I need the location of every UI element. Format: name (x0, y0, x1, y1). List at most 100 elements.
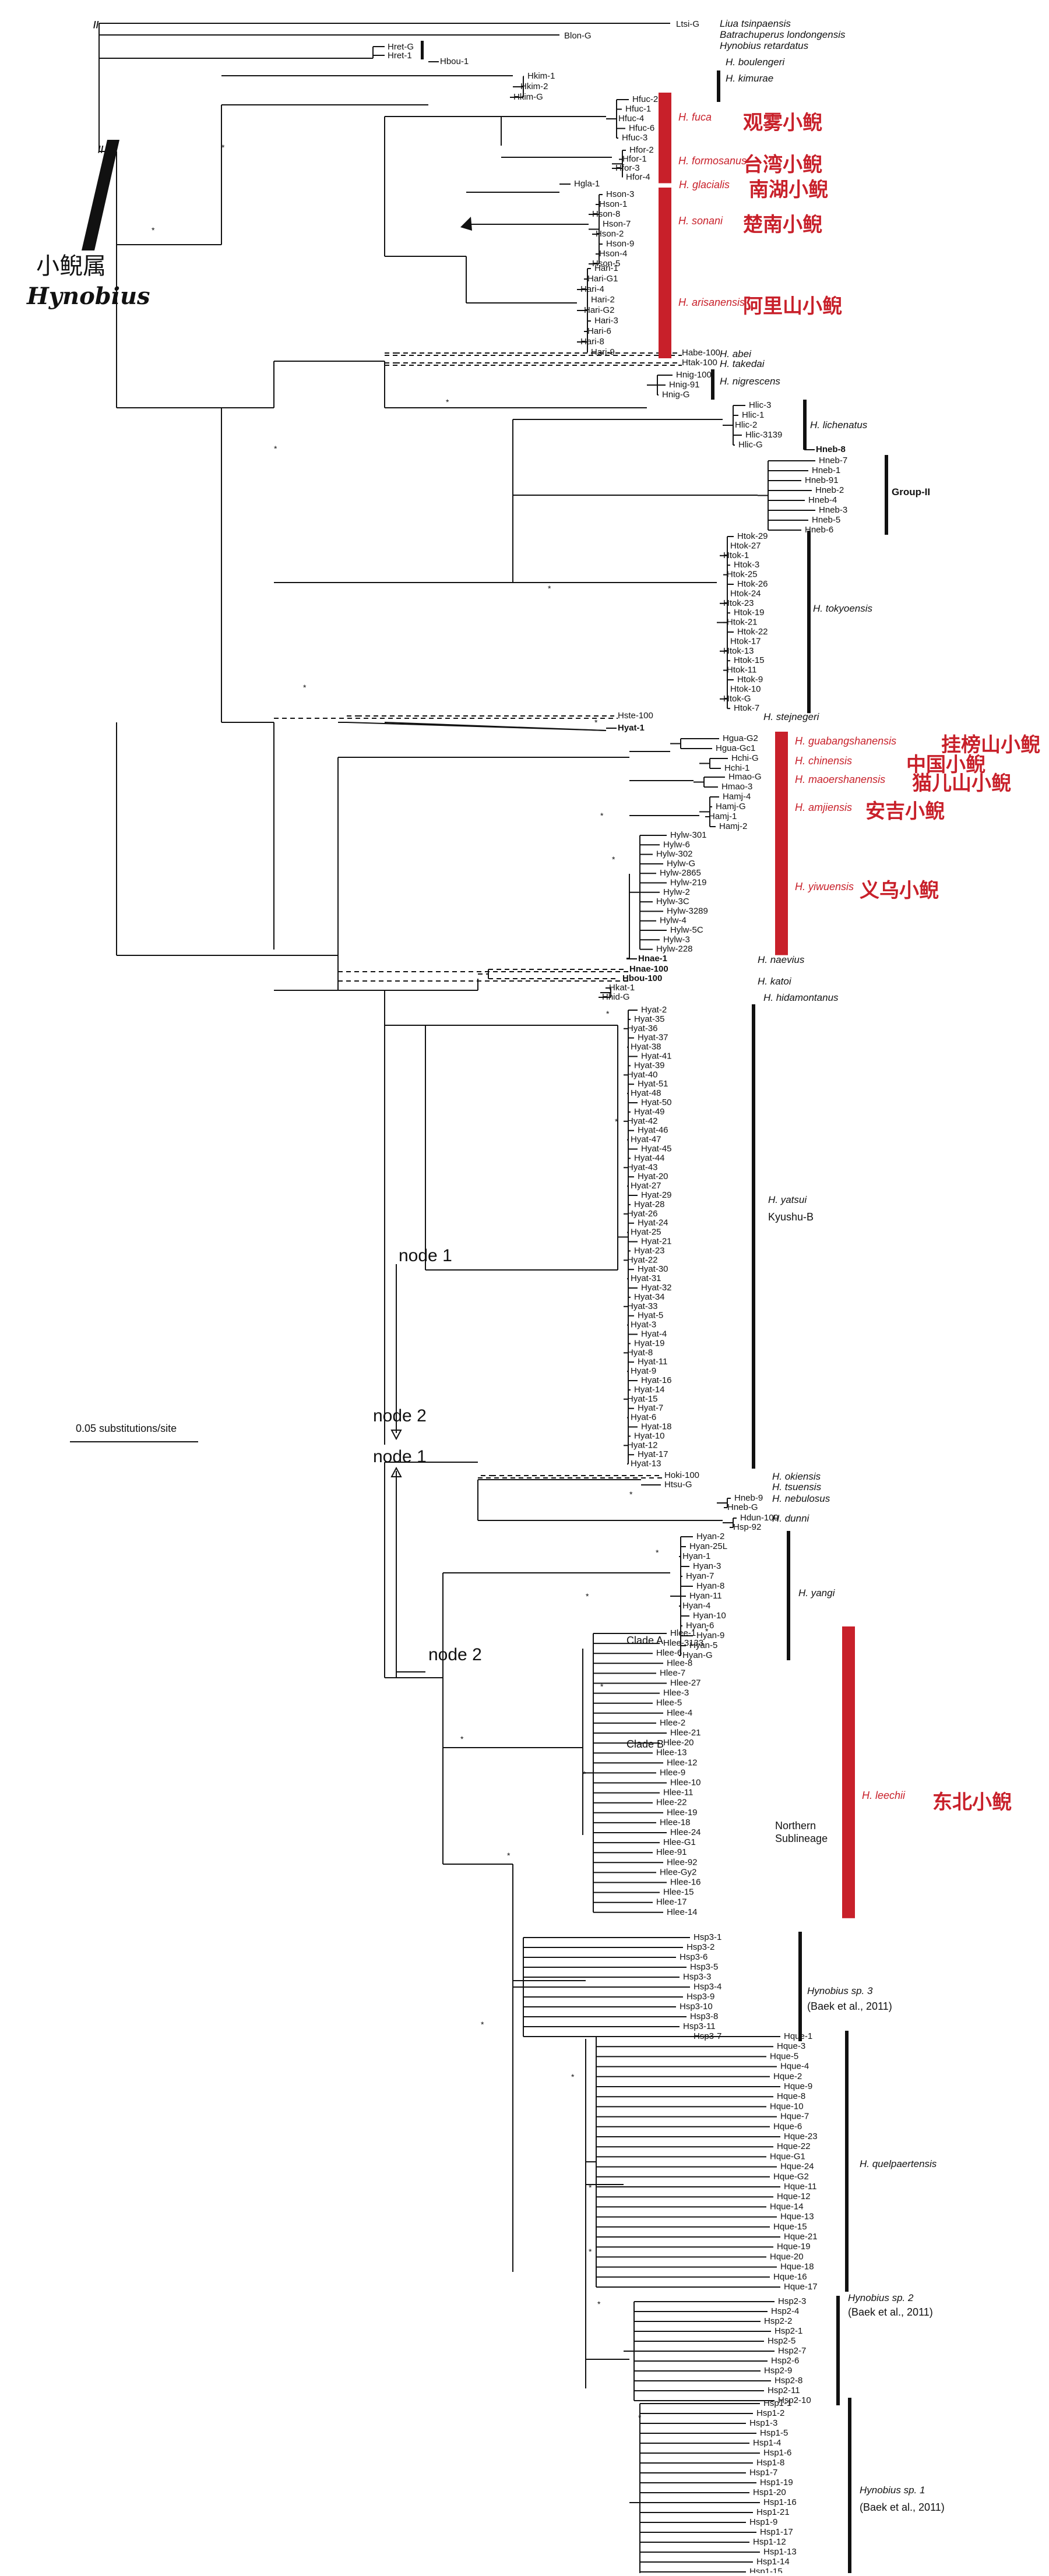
clade-bar-red (659, 188, 671, 270)
tip-label: Hyat-32 (641, 1283, 672, 1293)
tip-label: Hyat-11 (638, 1357, 667, 1367)
tip-label: Hyat-42 (627, 1116, 658, 1126)
tip-label: Hsp1-5 (760, 2428, 788, 2438)
tip-label: Hlee-11 (663, 1788, 693, 1798)
species-label: H. leechii (862, 1790, 906, 1801)
tip-label: Hque-18 (780, 2262, 814, 2272)
node2-label-top: node 2 (373, 1406, 427, 1425)
node-arrow-head (390, 1466, 402, 1477)
tip-label: Htok-1 (723, 551, 749, 560)
tip-label: Hsp3-6 (680, 1952, 707, 1962)
tip-label: Hari-3 (594, 316, 618, 326)
tip-label: Htok-25 (727, 570, 758, 580)
tip-label: Hlee-15 (663, 1887, 694, 1897)
species-label: H. yangi (798, 1587, 836, 1598)
tip-label: Hfuc-4 (618, 114, 644, 123)
tip-label: Hnae-100 (629, 964, 668, 974)
species-label: H. tokyoensis (813, 603, 873, 614)
tip-label: Hlee-G1 (663, 1837, 696, 1847)
species-label: H. sonani (678, 215, 723, 227)
support-asterisk: * (589, 2247, 592, 2256)
tip-label: Hque-1 (784, 2031, 812, 2041)
tip-label: Hdun-100 (740, 1513, 779, 1523)
tip-label: Htak-100 (682, 358, 717, 368)
tip-label: Hylw-G (667, 859, 695, 869)
tip-label: Hlic-2 (735, 420, 757, 430)
tip-label: Hbou-1 (440, 57, 469, 66)
tip-label: Hyat-30 (638, 1264, 668, 1274)
clade-bar-red (775, 828, 788, 955)
tip-label: Hneb-G (727, 1502, 758, 1512)
tip-label: Hneb-8 (816, 444, 846, 454)
genus-bar (82, 140, 119, 250)
hsp1-reference: (Baek et al., 2011) (860, 2501, 945, 2513)
tip-label: Habe-100 (682, 348, 720, 358)
tip-label: Hyan-8 (696, 1581, 724, 1591)
tip-label: Hneb-6 (805, 525, 833, 535)
support-asterisk: * (656, 1548, 659, 1557)
tip-label: Hneb-7 (819, 456, 847, 465)
tip-label: Hlee-16 (670, 1878, 701, 1887)
tip-label: Hyat-34 (634, 1292, 665, 1302)
tip-label: Hyat-12 (627, 1440, 658, 1450)
species-label: Hynobius sp. 2 (848, 2292, 914, 2303)
tip-label: Hyan-25L (689, 1541, 727, 1551)
tip-label: Htok-7 (734, 703, 759, 713)
tip-label: Hneb-2 (815, 485, 844, 495)
tip-label: Hlee-92 (667, 1857, 698, 1867)
tip-label: Hlee-17 (656, 1897, 687, 1907)
clade-bar (836, 2296, 840, 2405)
tip-label: Hari-8 (580, 337, 604, 347)
support-asterisk: * (446, 397, 449, 407)
tip-label: Hhid-G (602, 992, 630, 1002)
tip-label: Hque-9 (784, 2081, 812, 2091)
species-label: H. stejnegeri (763, 711, 820, 722)
species-label: Batrachuperus londongensis (720, 29, 846, 40)
tip-label: Hlee-9 (660, 1767, 685, 1777)
support-asterisk: * (586, 1592, 589, 1601)
tip-label: Hyat-9 (631, 1366, 656, 1376)
tip-label: Hnae-1 (638, 954, 667, 964)
tip-label: Hque-8 (777, 2091, 805, 2101)
tip-label: Hsp1-7 (749, 2468, 777, 2478)
tip-label: Hyat-27 (631, 1181, 661, 1191)
tip-label: Ltsi-G (676, 19, 699, 29)
tip-label: Hque-15 (773, 2222, 807, 2232)
tip-label: Hfor-2 (629, 145, 654, 155)
node-marker-triangle (460, 217, 472, 231)
tip-label: Htok-23 (723, 598, 754, 608)
tip-label: Hsp1-6 (763, 2448, 791, 2458)
clade-bar (845, 2031, 849, 2292)
tip-label: Hyat-41 (641, 1051, 672, 1061)
tip-label: Hsp1-17 (760, 2527, 793, 2537)
tip-label: Hyan-11 (689, 1591, 722, 1601)
tip-label: Hyat-14 (634, 1385, 665, 1395)
tip-label: Hoki-100 (664, 1470, 699, 1480)
tip-label: Hyat-37 (638, 1033, 668, 1043)
tip-label: Hque-23 (784, 2132, 818, 2141)
node-arrow-head (390, 1430, 402, 1441)
clade-bar (421, 41, 424, 59)
tip-label: Hlee-1 (670, 1628, 696, 1638)
northern-sublineage-label-1: Northern (775, 1820, 816, 1832)
species-label: H. chinensis (795, 755, 852, 767)
species-chinese-name: 义乌小鲵 (860, 879, 939, 902)
species-label: H. hidamontanus (763, 992, 839, 1003)
species-label: H. takedai (720, 358, 765, 369)
tip-label: Hylw-301 (670, 830, 707, 840)
tip-label: Hyat-39 (634, 1060, 665, 1070)
tip-label: Hyat-23 (634, 1245, 665, 1255)
tip-label: Hgla-1 (574, 179, 600, 189)
tip-label: Hson-3 (606, 189, 634, 199)
clade-bar-red (659, 143, 671, 184)
clade-bar (885, 455, 888, 535)
axis-break-mark: // (93, 19, 99, 30)
species-label: H. lichenatus (810, 419, 868, 430)
tip-label: Hlee-6 (656, 1648, 682, 1658)
tip-label: Hsp1-14 (756, 2557, 790, 2567)
tip-label: Hbou-100 (622, 973, 662, 983)
tip-label: Hgua-G2 (723, 733, 758, 743)
tip-label: Hyat-28 (634, 1199, 665, 1209)
tip-label: Hfor-1 (622, 154, 647, 164)
